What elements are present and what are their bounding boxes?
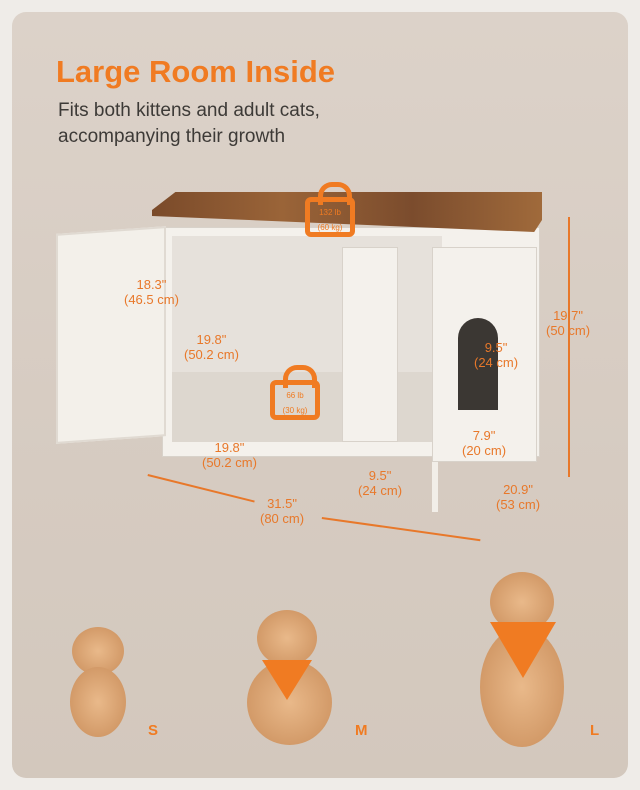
size-label-s: S xyxy=(148,722,159,739)
divider-panel xyxy=(342,247,398,442)
width-arrow-right xyxy=(321,517,481,541)
size-label-l: L xyxy=(590,722,600,739)
load-floor-icon: 66 lb(30 kg) xyxy=(270,365,320,420)
dim-side-width: 9.5"(24 cm) xyxy=(358,468,403,498)
product-card: Large Room Inside Fits both kittens and … xyxy=(12,12,628,778)
open-door xyxy=(56,226,166,444)
dim-opening-height: 9.5"(24 cm) xyxy=(474,340,519,370)
cabinet-leg xyxy=(432,462,438,512)
dim-inner-depth: 19.8"(50.2 cm) xyxy=(184,332,239,362)
dim-total-width: 31.5"(80 cm) xyxy=(260,496,305,526)
dim-compartment-width: 19.8"(50.2 cm) xyxy=(202,440,257,470)
size-label-m: M xyxy=(355,722,368,739)
dim-total-depth: 20.9"(53 cm) xyxy=(496,482,541,512)
subtitle: Fits both kittens and adult cats, accomp… xyxy=(58,100,320,147)
load-top-icon: 132 lb(60 kg) xyxy=(305,182,355,237)
height-arrow xyxy=(568,217,570,477)
cat-entrance xyxy=(458,318,498,410)
dim-inner-height: 18.3"(46.5 cm) xyxy=(124,277,179,307)
dim-opening-width: 7.9"(20 cm) xyxy=(462,428,507,458)
width-arrow-left xyxy=(147,474,255,503)
cat-large xyxy=(422,572,572,752)
dim-total-height: 19.7"(50 cm) xyxy=(546,308,591,338)
headline: Large Room Inside xyxy=(56,54,336,89)
cat-medium xyxy=(232,610,342,750)
kitten-small xyxy=(52,627,142,747)
